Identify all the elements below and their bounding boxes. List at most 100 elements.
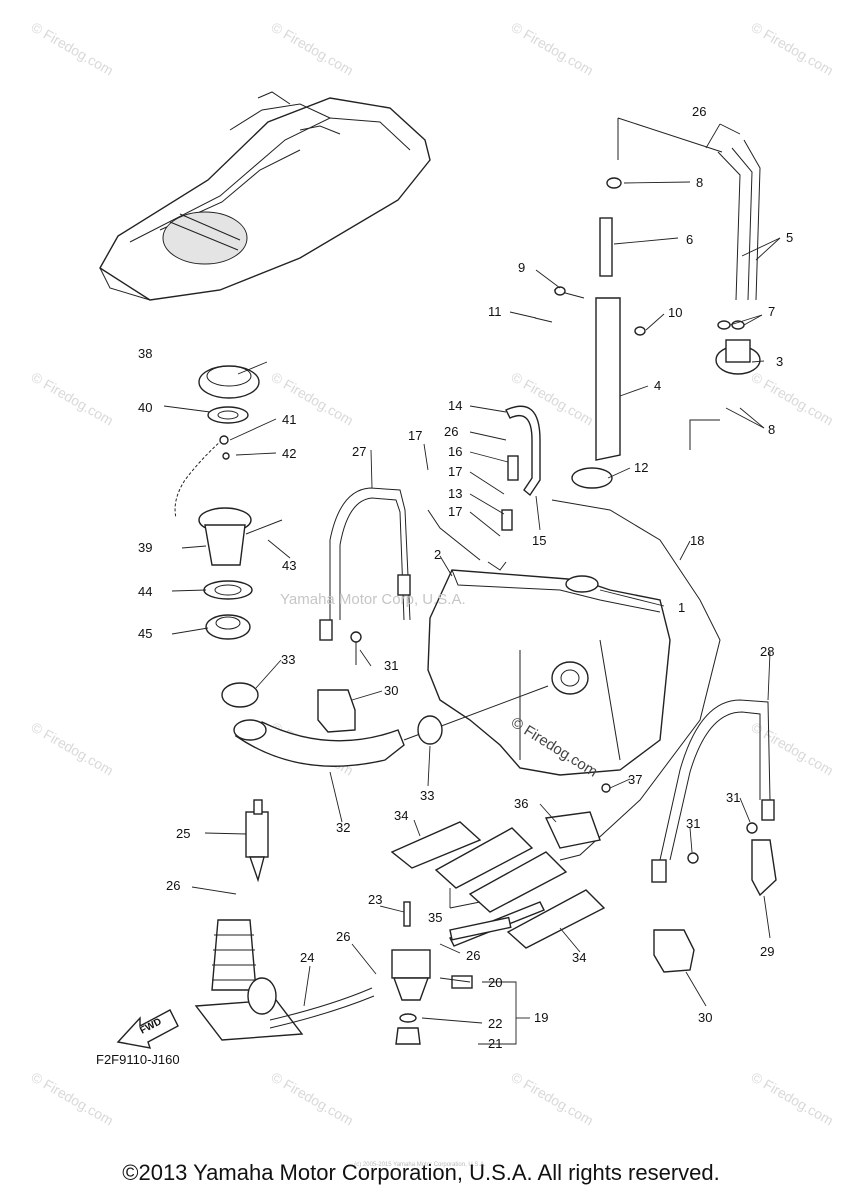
callout-23: 23 (368, 892, 382, 907)
bracket-29 (751, 839, 777, 897)
callout-19: 19 (534, 1010, 548, 1025)
callout-30-right: 30 (698, 1010, 712, 1025)
callout-34-upper: 34 (394, 808, 408, 823)
svg-text:© Firedog.com: © Firedog.com (29, 719, 117, 779)
watercraft-overview-illustration (99, 91, 431, 301)
filler-neck-39 (198, 507, 283, 566)
callout-38: 38 (138, 346, 152, 361)
svg-text:© Firedog.com: © Firedog.com (269, 19, 357, 79)
hose-18-routing (427, 499, 721, 861)
fuel-hoses-5 (617, 117, 761, 450)
callout-1: 1 (678, 600, 685, 615)
svg-text:© Firedog.com: © Firedog.com (29, 1069, 117, 1129)
fuel-filler-cap-38 (198, 365, 260, 399)
svg-text:© Firedog.com: © Firedog.com (269, 1069, 357, 1129)
callout-16: 16 (448, 444, 462, 459)
callout-36: 36 (514, 796, 528, 811)
gasket-44 (203, 580, 253, 600)
callout-8-lower: 8 (768, 422, 775, 437)
callout-25: 25 (176, 826, 190, 841)
callout-12: 12 (634, 460, 648, 475)
callout-42: 42 (282, 446, 296, 461)
callout-14: 14 (448, 398, 462, 413)
callout-17-b: 17 (448, 464, 462, 479)
callout-34-lower: 34 (572, 950, 586, 965)
callout-10: 10 (668, 305, 682, 320)
fuel-filter-25 (245, 799, 269, 883)
callout-45: 45 (138, 626, 152, 641)
callout-27: 27 (352, 444, 366, 459)
hose-clamp-33-upper (221, 682, 259, 708)
svg-text:© Firedog.com: © Firedog.com (749, 369, 837, 429)
filler-hose-32 (233, 685, 549, 767)
callout-3: 3 (776, 354, 783, 369)
callout-5: 5 (786, 230, 793, 245)
callout-31-left: 31 (384, 658, 398, 673)
svg-text:© Firedog.com: © Firedog.com (509, 369, 597, 429)
bolts-31 (687, 822, 758, 864)
copyright-notice: ©2013 Yamaha Motor Corporation, U.S.A. A… (122, 1160, 720, 1185)
watermark-tiles: © Firedog.com © Firedog.com © Firedog.co… (29, 19, 837, 1129)
callout-leader-lines (163, 123, 781, 1045)
tank-band-27 (319, 487, 411, 641)
callout-18: 18 (690, 533, 704, 548)
nut-45 (205, 614, 251, 640)
hose-24 (269, 987, 375, 1029)
callout-43: 43 (282, 558, 296, 573)
bracket-36 (544, 783, 611, 849)
callout-26-hose: 26 (336, 929, 350, 944)
callout-37: 37 (628, 772, 642, 787)
breather-hose-14 (501, 405, 541, 531)
bellows-pump (194, 919, 304, 1041)
callout-29: 29 (760, 944, 774, 959)
yamaha-watermark: Yamaha Motor Corp, U.S.A. (280, 591, 466, 608)
tank-band-28 (651, 699, 775, 883)
callout-17-a: 17 (408, 428, 422, 443)
callout-35: 35 (428, 910, 442, 925)
callout-28: 28 (760, 644, 774, 659)
svg-text:© Firedog.com: © Firedog.com (509, 19, 597, 79)
callout-2: 2 (434, 547, 441, 562)
forward-direction-arrow: FWD (116, 1009, 179, 1049)
fuel-tank (427, 561, 671, 776)
svg-text:© Firedog.com: © Firedog.com (29, 19, 117, 79)
svg-text:© Firedog.com: © Firedog.com (749, 19, 837, 79)
holder-30-left (317, 631, 362, 733)
fine-print: (c) 2005-2015 Yamaha Motor Corporation, … (354, 1162, 486, 1168)
callout-31-right: 31 (726, 790, 740, 805)
callout-6: 6 (686, 232, 693, 247)
callout-30-left: 30 (384, 683, 398, 698)
callout-20: 20 (488, 975, 502, 990)
diagram-part-code: F2F9110-J160 (96, 1052, 180, 1067)
callout-13: 13 (448, 486, 462, 501)
fuel-hose-26-small (449, 916, 512, 941)
callout-8-upper: 8 (696, 175, 703, 190)
callout-24: 24 (300, 950, 314, 965)
callout-44: 44 (138, 584, 152, 599)
callout-9: 9 (518, 260, 525, 275)
callout-33-lower: 33 (420, 788, 434, 803)
fuel-pipe-assembly (534, 177, 646, 489)
svg-text:© Firedog.com: © Firedog.com (749, 719, 837, 779)
callout-40: 40 (138, 400, 152, 415)
callout-labels: 1 2 3 4 5 6 7 8 8 9 10 11 12 13 14 15 16… (138, 104, 793, 1051)
callout-26-filter: 26 (166, 878, 180, 893)
callout-26-strainer: 26 (466, 948, 480, 963)
callout-4: 4 (654, 378, 661, 393)
callout-31-center: 31 (686, 816, 700, 831)
callout-7: 7 (768, 304, 775, 319)
callout-33-upper: 33 (281, 652, 295, 667)
fuel-strainer-19 (391, 901, 473, 1045)
svg-text:© Firedog.com: © Firedog.com (29, 369, 117, 429)
callout-21: 21 (488, 1036, 502, 1051)
callout-17-c: 17 (448, 504, 462, 519)
holder-30-right (653, 929, 695, 973)
hose-clamp-33-lower (417, 715, 443, 745)
callout-32: 32 (336, 820, 350, 835)
callout-41: 41 (282, 412, 296, 427)
callout-26-breather: 26 (444, 424, 458, 439)
callout-39: 39 (138, 540, 152, 555)
callout-26-top: 26 (692, 104, 706, 119)
callout-22: 22 (488, 1016, 502, 1031)
callout-11: 11 (488, 304, 502, 319)
